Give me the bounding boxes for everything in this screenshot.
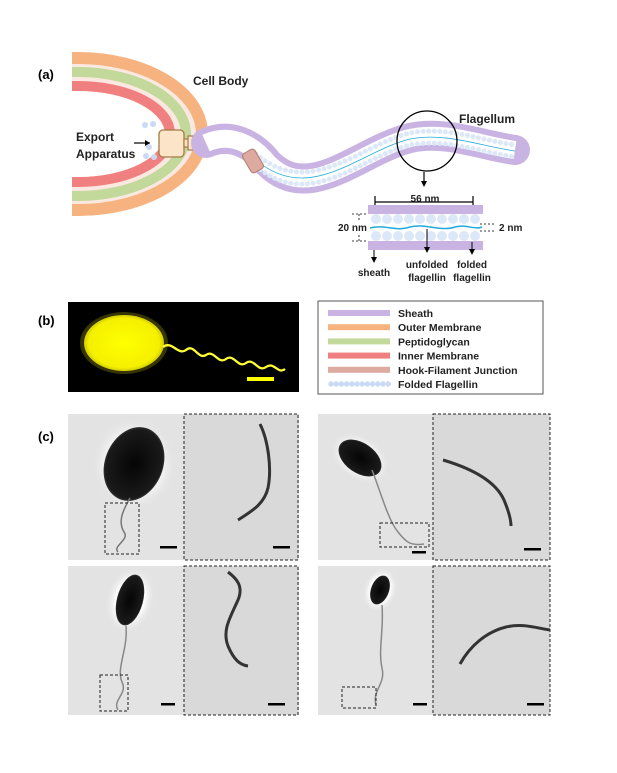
scale-bar (413, 703, 427, 706)
legend-swatch-dot (369, 381, 376, 387)
scale-bar (161, 703, 175, 706)
flagellum (115, 625, 127, 711)
fluorescent-cell (84, 315, 164, 371)
export-apparatus (158, 129, 185, 158)
zoomed-flagellum (224, 570, 249, 668)
tem-image-1 (68, 413, 299, 561)
flagellum (374, 604, 384, 706)
folded-label-2: flagellin (453, 273, 491, 284)
legend-swatch-dot (328, 381, 334, 387)
legend-swatch-dot (385, 381, 391, 387)
cytoplasmic-flagellin (142, 121, 157, 160)
bacterium (103, 427, 165, 501)
zoomed-flagellum (458, 624, 551, 665)
scale-bar-b (247, 377, 274, 381)
unfolded-flagellin-line (369, 225, 483, 230)
zoomed-flagellum (237, 423, 272, 522)
scale-bar (160, 546, 177, 549)
legend-swatch-dot (343, 381, 350, 387)
tem-image-3 (68, 565, 299, 716)
legend-swatch-dot (359, 381, 365, 387)
bacterium (370, 575, 390, 605)
folded-flagellin-rows (371, 214, 480, 241)
panel-c-label: (c) (38, 429, 54, 444)
legend-swatch (328, 352, 390, 359)
dim-width-label: 56 nm (411, 194, 440, 205)
folded-label-1: folded (457, 260, 487, 271)
scale-bar (527, 703, 544, 706)
scale-bar (524, 548, 541, 551)
legend-swatch-dot (364, 381, 371, 387)
legend-box (317, 300, 544, 395)
scale-bar (412, 551, 426, 554)
panel-b-label: (b) (38, 313, 55, 328)
flagellum (371, 469, 425, 546)
dim-gap-line (480, 223, 496, 232)
dim-gap-label: 2 nm (499, 223, 522, 234)
export-apparatus-label-1: Export (76, 130, 114, 144)
zoom-box (104, 502, 140, 555)
zoom-panel (432, 413, 551, 561)
zoomed-flagellum (442, 458, 513, 527)
zoom-panel (432, 565, 551, 716)
tem-image-4 (318, 565, 551, 716)
legend-label: Folded Flagellin (398, 379, 478, 391)
legend-label: Sheath (398, 308, 433, 320)
bacterium (115, 574, 145, 626)
scale-bar (268, 703, 285, 706)
sheath-bottom (368, 241, 483, 250)
legend-swatch (328, 338, 390, 345)
dim-height-label: 20 nm (338, 223, 367, 234)
bacterium (338, 439, 382, 477)
zoom-arrowhead (421, 181, 427, 187)
legend-swatch-dot (380, 381, 386, 387)
legend-swatch-dot (338, 381, 345, 387)
legend-swatch-dot (333, 381, 339, 387)
hook-filament-junction (242, 148, 264, 174)
zoom-panel (183, 413, 299, 561)
unfolded-label-2: flagellin (408, 273, 446, 284)
tem-image-2 (318, 413, 551, 561)
panel-a: (a) Cell Body Export Apparatus (38, 52, 530, 284)
legend-label: Peptidoglycan (398, 336, 470, 348)
sheath-top (368, 205, 483, 214)
legend-label: Inner Membrane (398, 351, 479, 363)
export-apparatus-label-2: Apparatus (76, 147, 136, 161)
cell-body-label: Cell Body (193, 74, 249, 88)
unfolded-label-1: unfolded (406, 260, 448, 271)
fluorescent-flagellum (162, 344, 286, 372)
flagellum-sheath (191, 120, 530, 194)
panel-c: (c) (38, 413, 551, 716)
cytoplasm (72, 91, 164, 177)
zoom-box (99, 674, 129, 712)
zoom-box (341, 686, 377, 709)
legend-swatch-dot (349, 381, 355, 387)
export-arrowhead (145, 140, 150, 146)
legend-swatch (328, 366, 390, 373)
legend-swatch-dot (354, 381, 360, 387)
legend-swatch (328, 324, 390, 331)
panel-a-label: (a) (38, 67, 54, 82)
zoom-circle (396, 110, 458, 172)
flagellum-label: Flagellum (459, 112, 515, 126)
zoom-box (379, 522, 430, 548)
panel-b: (b) (38, 302, 299, 392)
dim-height-line (352, 213, 366, 242)
legend-label: Outer Membrane (398, 322, 482, 334)
cross-section: 56 nm 20 nm 2 nm sheath unfolded flagell… (338, 194, 522, 284)
legend-swatch-dot (375, 381, 381, 387)
scale-bar (273, 546, 290, 549)
legend-label: Hook-Filament Junction (398, 365, 518, 377)
legend-swatch (328, 310, 390, 316)
sheath-label: sheath (358, 268, 390, 279)
flagellum (116, 497, 131, 553)
peptidoglycan (72, 67, 191, 201)
